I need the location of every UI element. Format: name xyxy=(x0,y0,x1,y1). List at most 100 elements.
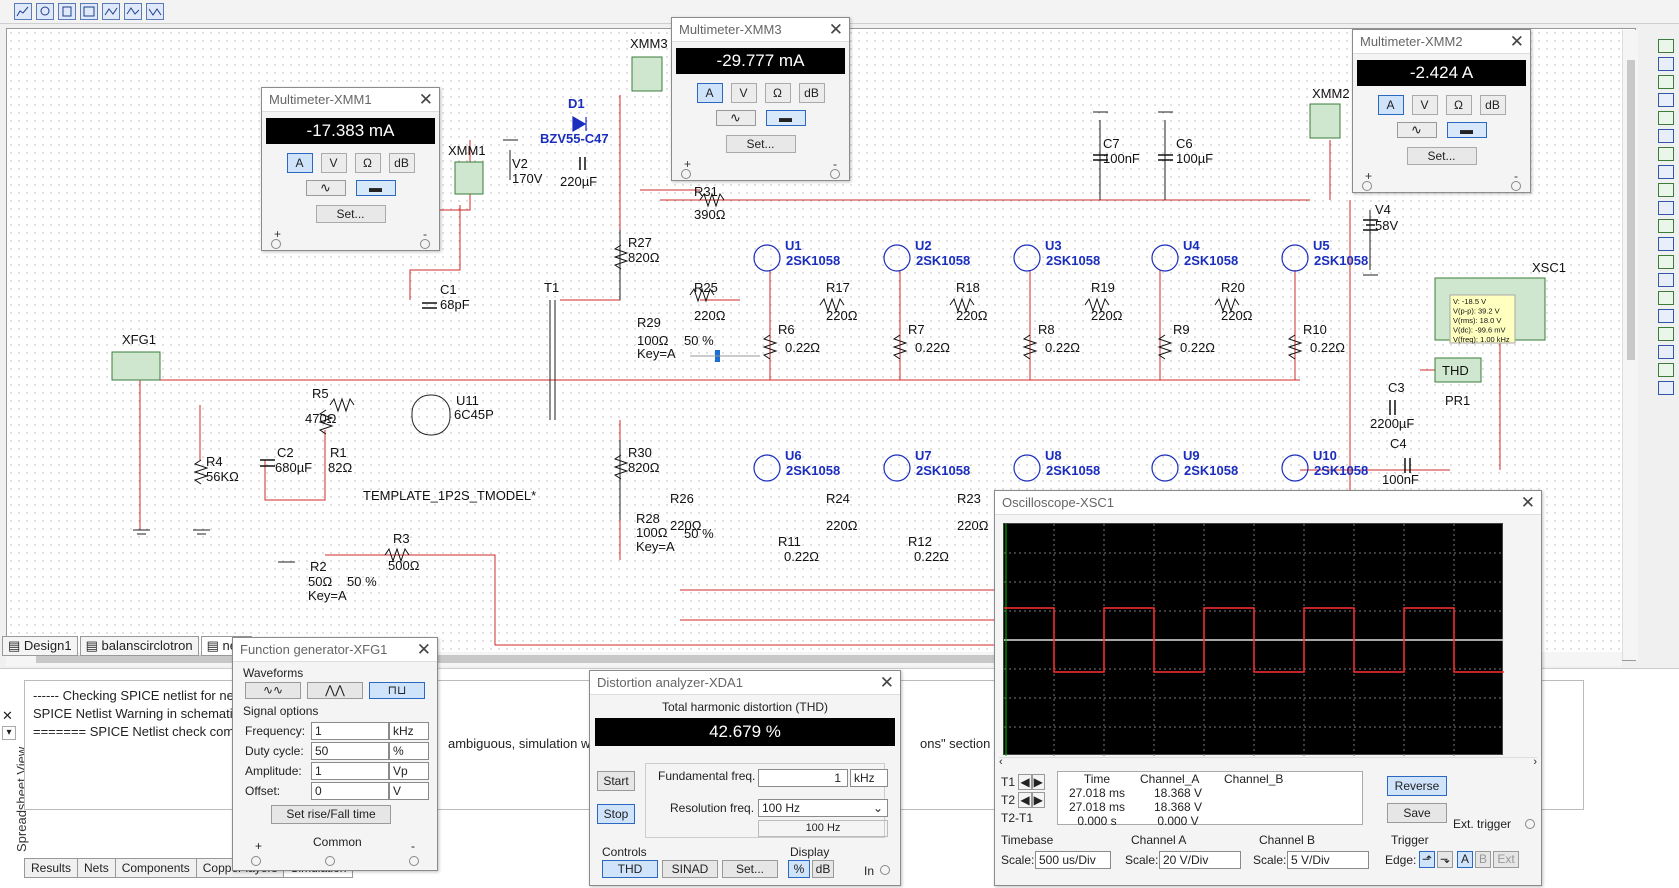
logic-analyzer-tool-icon[interactable] xyxy=(1657,201,1674,215)
labview-tool-icon[interactable] xyxy=(1657,363,1674,377)
close-icon[interactable]: ✕ xyxy=(1520,493,1535,512)
minus-terminal[interactable] xyxy=(420,239,430,249)
ohmmeter-mode-button[interactable]: Ω xyxy=(354,153,381,173)
plus-terminal[interactable] xyxy=(681,169,691,179)
voltmeter-mode-button[interactable]: V xyxy=(1411,95,1438,115)
ac-mode-icon[interactable]: ∿ xyxy=(1396,122,1437,138)
decibel-mode-button[interactable]: dB xyxy=(798,83,825,103)
pin-icon[interactable]: ▾ xyxy=(2,726,16,740)
minus-terminal[interactable] xyxy=(409,856,419,866)
duty-cycle-unit[interactable]: % xyxy=(389,742,429,760)
trigger-a-button[interactable]: A xyxy=(1457,851,1473,868)
amplitude-field[interactable]: 1 xyxy=(311,762,389,780)
minus-terminal[interactable] xyxy=(830,169,840,179)
graph3-icon[interactable] xyxy=(146,3,164,20)
set-button[interactable]: Set... xyxy=(722,860,778,878)
minus-terminal[interactable] xyxy=(1511,181,1521,191)
channel-b-scale-field[interactable]: 5 V/Div xyxy=(1287,851,1369,869)
frequency-unit[interactable]: kHz xyxy=(389,722,429,740)
word-generator-tool-icon[interactable] xyxy=(1657,165,1674,179)
sinad-button[interactable]: SINAD xyxy=(662,860,718,878)
reverse-button[interactable]: Reverse xyxy=(1387,776,1447,796)
channel-a-scale-field[interactable]: 20 V/Div xyxy=(1159,851,1241,869)
zoom-icon[interactable] xyxy=(80,3,98,20)
agilent-scope-tool-icon[interactable] xyxy=(1657,327,1674,341)
tab-balanscirclotron[interactable]: ▤ balanscirclotron xyxy=(79,636,199,656)
graph2-icon[interactable] xyxy=(124,3,142,20)
t1-left-arrow-icon[interactable]: ◀ xyxy=(1018,774,1032,790)
set-button[interactable]: Set... xyxy=(1406,147,1477,165)
tab-results[interactable]: Results xyxy=(24,858,79,878)
set-rise-fall-time-button[interactable]: Set rise/Fall time xyxy=(271,805,391,824)
chart-icon[interactable] xyxy=(14,3,32,20)
frequency-field[interactable]: 1 xyxy=(311,722,389,740)
dc-mode-icon[interactable]: ▬ xyxy=(1446,122,1487,138)
duty-cycle-field[interactable]: 50 xyxy=(311,742,389,760)
tab-nets[interactable]: Nets xyxy=(77,858,116,878)
tab-design1[interactable]: ▤ Design1 xyxy=(2,636,78,656)
vertical-scroll-thumb[interactable] xyxy=(1627,60,1635,360)
falling-edge-icon[interactable]: ⬎ xyxy=(1437,851,1453,868)
network-analyzer-tool-icon[interactable] xyxy=(1657,273,1674,287)
tektronix-scope-tool-icon[interactable] xyxy=(1657,345,1674,359)
canvas-vertical-scrollbar[interactable] xyxy=(1622,30,1638,660)
agilent-multimeter-tool-icon[interactable] xyxy=(1657,309,1674,323)
t1-right-arrow-icon[interactable]: ▶ xyxy=(1031,774,1045,790)
stop-button[interactable]: Stop xyxy=(597,804,635,824)
ammeter-mode-button[interactable]: A xyxy=(286,153,313,173)
graph-icon[interactable] xyxy=(102,3,120,20)
plus-terminal[interactable] xyxy=(1362,181,1372,191)
percent-button[interactable]: % xyxy=(788,860,810,878)
decibel-mode-button[interactable]: dB xyxy=(1479,95,1506,115)
dc-mode-icon[interactable]: ▬ xyxy=(765,110,806,126)
start-button[interactable]: Start xyxy=(597,771,635,791)
trigger-b-button[interactable]: B xyxy=(1475,851,1491,868)
save-button[interactable]: Save xyxy=(1387,803,1447,823)
close-icon[interactable]: ✕ xyxy=(1509,32,1524,51)
horizontal-scroll-thumb[interactable] xyxy=(36,655,996,663)
distortion-analyzer-tool-icon[interactable] xyxy=(1657,237,1674,251)
clipboard-icon[interactable] xyxy=(58,3,76,20)
ac-mode-icon[interactable]: ∿ xyxy=(305,180,346,196)
logic-converter-tool-icon[interactable] xyxy=(1657,183,1674,197)
sine-wave-button[interactable]: ∿∿ xyxy=(245,682,301,699)
fundamental-freq-unit[interactable]: kHz xyxy=(850,769,888,787)
decibel-mode-button[interactable]: dB xyxy=(388,153,415,173)
ohmmeter-mode-button[interactable]: Ω xyxy=(764,83,791,103)
ohmmeter-mode-button[interactable]: Ω xyxy=(1445,95,1472,115)
t2-left-arrow-icon[interactable]: ◀ xyxy=(1018,792,1032,808)
chevron-right-icon[interactable]: › xyxy=(1533,756,1537,768)
frequency-counter-tool-icon[interactable] xyxy=(1657,147,1674,161)
db-button[interactable]: dB xyxy=(812,860,834,878)
dc-mode-icon[interactable]: ▬ xyxy=(355,180,396,196)
input-terminal[interactable] xyxy=(880,865,890,875)
triangle-wave-button[interactable]: ⋀⋀ xyxy=(307,682,363,699)
plus-terminal[interactable] xyxy=(271,239,281,249)
iv-analyzer-tool-icon[interactable] xyxy=(1657,219,1674,233)
tab-components[interactable]: Components xyxy=(114,858,197,878)
resolution-freq-select[interactable]: 100 Hz⌄ xyxy=(758,799,888,817)
ammeter-mode-button[interactable]: A xyxy=(696,83,723,103)
t2-right-arrow-icon[interactable]: ▶ xyxy=(1031,792,1045,808)
timebase-scale-field[interactable]: 500 us/Div xyxy=(1035,851,1111,869)
close-icon[interactable]: ✕ xyxy=(2,708,13,723)
function-generator-tool-icon[interactable] xyxy=(1657,57,1674,71)
common-terminal[interactable] xyxy=(325,856,335,866)
voltmeter-mode-button[interactable]: V xyxy=(320,153,347,173)
wattmeter-tool-icon[interactable] xyxy=(1657,75,1674,89)
amplitude-unit[interactable]: Vp xyxy=(389,762,429,780)
current-probe-tool-icon[interactable] xyxy=(1657,381,1674,395)
voltmeter-mode-button[interactable]: V xyxy=(730,83,757,103)
multimeter-tool-icon[interactable] xyxy=(1657,39,1674,53)
chevron-left-icon[interactable]: ‹ xyxy=(999,756,1003,768)
set-button[interactable]: Set... xyxy=(725,135,796,153)
offset-field[interactable]: 0 xyxy=(311,782,389,800)
refresh-icon[interactable] xyxy=(36,3,54,20)
close-icon[interactable]: ✕ xyxy=(828,20,843,39)
square-wave-button[interactable]: ⊓⊔ xyxy=(369,682,425,699)
screen-scrollbar[interactable]: ‹› xyxy=(999,756,1537,769)
bode-plotter-tool-icon[interactable] xyxy=(1657,129,1674,143)
spectrum-analyzer-tool-icon[interactable] xyxy=(1657,255,1674,269)
fundamental-freq-field[interactable]: 1 xyxy=(758,769,848,787)
offset-unit[interactable]: V xyxy=(389,782,429,800)
